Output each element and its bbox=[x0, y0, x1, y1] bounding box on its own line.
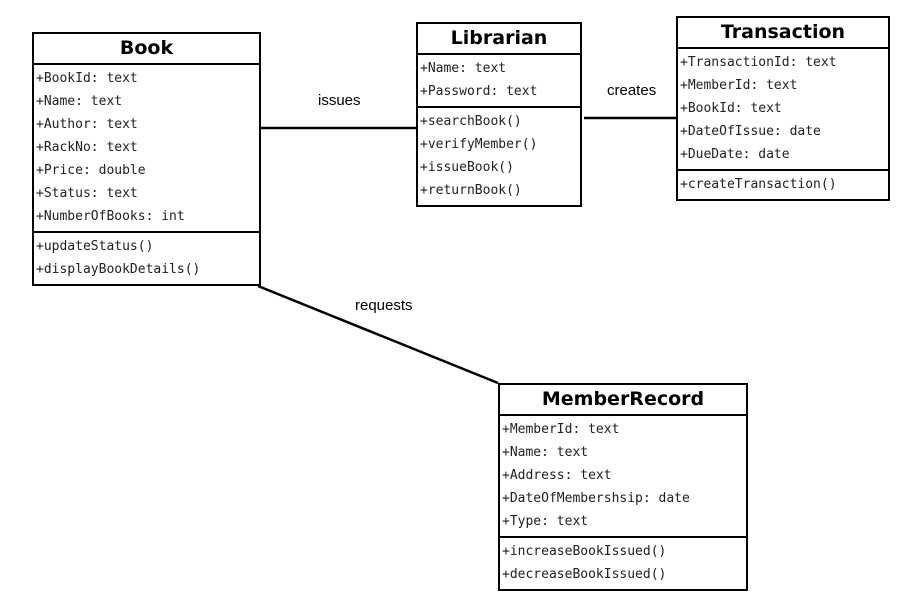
attribute: +MemberId: text bbox=[502, 422, 620, 437]
issues-label: issues bbox=[318, 92, 361, 109]
class-name: MemberRecord bbox=[500, 385, 746, 416]
association-line-requests bbox=[257, 284, 499, 385]
attribute: +MemberId: text bbox=[680, 78, 798, 93]
attribute: +Author: text bbox=[36, 117, 138, 132]
method: +returnBook() bbox=[420, 183, 522, 198]
method-section: +createTransaction() bbox=[678, 169, 888, 199]
method: +updateStatus() bbox=[36, 239, 154, 254]
attribute: +Type: text bbox=[502, 514, 589, 529]
attribute: +DateOfMembershsip: date bbox=[502, 491, 690, 506]
method-section: +increaseBookIssued() +decreaseBookIssue… bbox=[500, 536, 746, 589]
attribute: +TransactionId: text bbox=[680, 55, 837, 70]
creates-label: creates bbox=[607, 82, 657, 99]
class-name: Transaction bbox=[678, 18, 888, 49]
attribute: +Price: double bbox=[36, 163, 146, 178]
librarian-class: Librarian +Name: text +Password: text +s… bbox=[416, 22, 582, 207]
member-record-class: MemberRecord +MemberId: text +Name: text… bbox=[498, 383, 748, 591]
method: +increaseBookIssued() bbox=[502, 544, 667, 559]
method-section: +updateStatus() +displayBookDetails() bbox=[34, 231, 259, 284]
attribute: +Name: text bbox=[420, 61, 507, 76]
transaction-class: Transaction +TransactionId: text +Member… bbox=[676, 16, 890, 201]
method: +verifyMember() bbox=[420, 137, 538, 152]
attribute-section: +Name: text +Password: text bbox=[418, 55, 580, 106]
method: +issueBook() bbox=[420, 160, 514, 175]
class-name: Book bbox=[34, 34, 259, 65]
attribute: +RackNo: text bbox=[36, 140, 138, 155]
attribute: +Status: text bbox=[36, 186, 138, 201]
attribute: +BookId: text bbox=[680, 101, 782, 116]
attribute: +Address: text bbox=[502, 468, 612, 483]
method: +decreaseBookIssued() bbox=[502, 567, 667, 582]
attribute-section: +MemberId: text +Name: text +Address: te… bbox=[500, 416, 746, 536]
attribute-section: +BookId: text +Name: text +Author: text … bbox=[34, 65, 259, 231]
attribute: +Password: text bbox=[420, 84, 538, 99]
attribute: +NumberOfBooks: int bbox=[36, 209, 185, 224]
method: +displayBookDetails() bbox=[36, 262, 201, 277]
attribute-section: +TransactionId: text +MemberId: text +Bo… bbox=[678, 49, 888, 169]
class-name: Librarian bbox=[418, 24, 580, 55]
attribute: +DateOfIssue: date bbox=[680, 124, 821, 139]
attribute: +Name: text bbox=[502, 445, 589, 460]
method: +searchBook() bbox=[420, 114, 522, 129]
attribute: +BookId: text bbox=[36, 71, 138, 86]
book-class: Book +BookId: text +Name: text +Author: … bbox=[32, 32, 261, 286]
requests-label: requests bbox=[355, 297, 413, 314]
method-section: +searchBook() +verifyMember() +issueBook… bbox=[418, 106, 580, 205]
attribute: +DueDate: date bbox=[680, 147, 790, 162]
method: +createTransaction() bbox=[680, 177, 837, 192]
attribute: +Name: text bbox=[36, 94, 123, 109]
